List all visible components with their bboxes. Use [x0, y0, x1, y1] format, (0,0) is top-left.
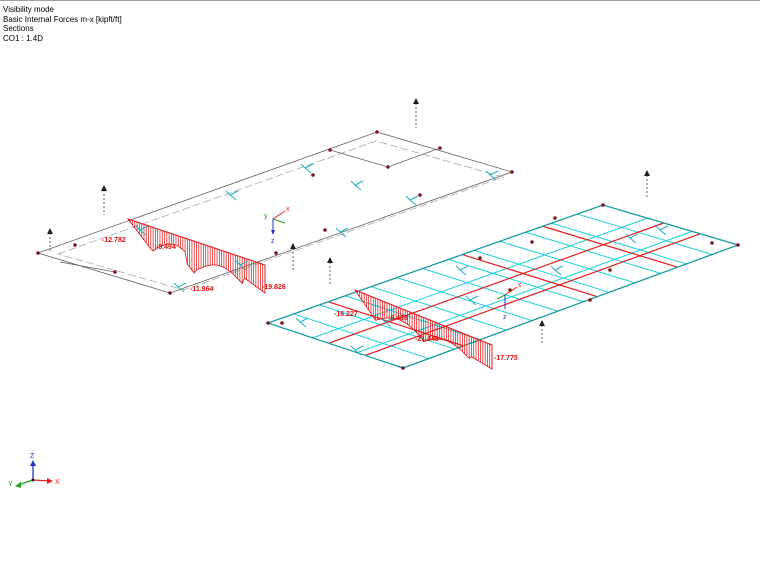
result-label: -12.782 [102, 237, 126, 244]
support-markers [49, 103, 417, 270]
slab-left-inner-outline [56, 140, 505, 291]
support-markers-right [329, 175, 648, 345]
axis-label-x: X [55, 479, 60, 486]
nodes-right[interactable] [266, 203, 740, 370]
edge-line [59, 261, 116, 273]
section-line [354, 289, 493, 346]
view-info-panel: Visibility mode Basic Internal Forces m-… [3, 5, 122, 43]
result-label: -17.775 [494, 355, 518, 362]
section-line [328, 301, 464, 347]
mesh-lines [293, 213, 713, 360]
mesh-line [551, 222, 687, 265]
section-diagram-right[interactable] [353, 289, 493, 370]
axis-label-z: z [271, 238, 275, 245]
axis-label-z: Z [30, 453, 35, 460]
section-line [462, 253, 598, 298]
section-line [127, 218, 266, 266]
section-diagram-left[interactable] [126, 218, 266, 294]
axis-label-x: x [286, 206, 290, 213]
info-sections: Sections [3, 24, 34, 33]
local-axes-right [295, 225, 669, 356]
axis-label-y: Y [8, 481, 13, 488]
global-axis-triad: Z X Y [8, 453, 60, 488]
mesh-line [525, 231, 661, 274]
member-axes-right: x z [496, 282, 522, 321]
result-label: -21.448 [415, 336, 439, 343]
mesh-line [448, 258, 584, 303]
result-label: -11.964 [190, 286, 213, 293]
support-arrowheads [47, 98, 419, 249]
mesh-line [499, 240, 636, 284]
slab-left[interactable] [36, 98, 514, 295]
result-labels-right: -16.227 -8.468 -21.448 -17.775 [334, 311, 518, 362]
mesh-line [396, 277, 532, 322]
mesh-line [319, 304, 455, 350]
member-axes-left: x y z [264, 206, 290, 245]
mesh-line [312, 217, 648, 339]
mesh-line [356, 230, 693, 354]
mesh-line [474, 249, 610, 293]
axis-label-x: x [518, 282, 522, 289]
result-label: -19.826 [262, 284, 286, 291]
result-label: -8.468 [388, 315, 408, 322]
local-axes-left [135, 163, 499, 293]
section-line [328, 222, 664, 344]
info-visibility-mode: Visibility mode [3, 5, 54, 14]
info-load-combination: CO1 : 1.4D [3, 33, 44, 43]
axis-label-z: z [503, 314, 507, 321]
mesh-line [293, 313, 429, 360]
nodes-left[interactable] [36, 130, 514, 295]
result-label: -8.494 [156, 244, 176, 251]
support-arrowheads-right [327, 170, 650, 326]
axis-label-y: y [264, 213, 268, 220]
window-top-border [0, 0, 760, 1]
mesh-line [422, 268, 558, 312]
mesh-line [370, 286, 507, 331]
mesh-line [577, 213, 713, 255]
opening-outline [329, 147, 441, 168]
slab-right[interactable] [265, 170, 741, 370]
section-line [542, 225, 678, 268]
info-result-type: Basic Internal Forces m-x [kipft/ft] [3, 14, 122, 24]
result-label: -16.227 [334, 311, 358, 318]
slab-right-outline[interactable] [265, 204, 741, 369]
result-labels-left: -12.782 -8.494 -11.964 -19.826 [102, 237, 286, 293]
